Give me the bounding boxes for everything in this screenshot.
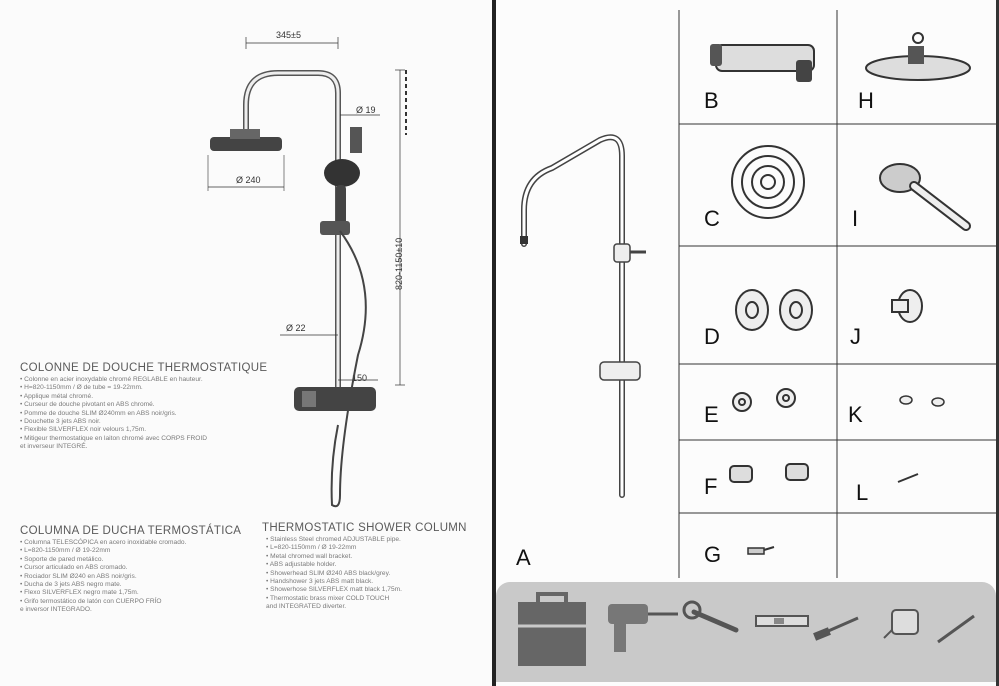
en-item: ABS adjustable holder. [266,561,402,569]
en-item: Stainless Steel chromed ADJUSTABLE pipe. [266,536,402,544]
right-page [496,0,999,686]
es-item: e inversor INTEGRADO. [20,606,92,614]
es-title: COLUMNA DE DUCHA TERMOSTÁTICA [20,525,242,537]
part-label-c: C [704,206,720,231]
fr-list: Colonne en acier inoxydable chromé REGLA… [20,376,207,452]
drill-icon [608,604,678,652]
level-icon [755,615,809,627]
tape-measure-icon [883,609,919,639]
tools-icons [518,592,975,666]
part-label-d: D [704,324,720,349]
dim-width-top: 345±5 [276,30,301,40]
es-item: Rociador SLIM Ø240 en ABS noir/gris. [20,573,186,581]
part-j-bracket-drawing [891,289,923,323]
fr-title: COLONNE DE DOUCHE THERMOSTATIQUE [20,362,268,374]
fr-item: Curseur de douche pivotant en ABS chromé… [20,401,207,409]
dim-height: 820-1150±10 [394,238,404,290]
page-edge [996,0,999,686]
part-label-i: I [852,206,859,231]
part-l-screw-drawing [897,473,919,483]
fr-item: Applique métal chromé. [20,393,207,401]
es-item: Flexo SILVERFLEX negro mate 1,75m. [20,589,186,597]
dim-showerhead: Ø 240 [236,175,261,185]
part-label-h: H [858,88,874,113]
en-item: Showerhead SLIM Ø240 ABS black/grey. [266,570,402,578]
dim-wall-bracket: Ø 19 [356,105,376,115]
dim-pipe: Ø 22 [286,323,306,333]
fr-item: Flexible SILVERFLEX noir velours 1,75m. [20,426,207,434]
en-item: Handshower 3 jets ABS matt black. [266,578,402,586]
wrench-icon [682,600,739,633]
en-list: Stainless Steel chromed ADJUSTABLE pipe.… [266,536,402,612]
part-f-eccentrics-drawing [729,463,809,483]
shower-column-drawing: 345±5 Ø 240 Ø 19 820-1150±10 Ø 22 150 [207,30,407,508]
fr-item: Pomme de douche SLIM Ø240mm en ABS noir/… [20,410,207,418]
part-label-j: J [850,324,861,349]
pencil-icon [937,614,975,644]
fr-item: Douchette 3 jets ABS noir. [20,418,207,426]
part-label-l: L [856,480,869,505]
part-b-mixer-drawing [710,44,815,82]
en-item: Thermostatic brass mixer COLD TOUCH [266,595,402,603]
fr-item: Mitigeur thermostatique en laiton chromé… [20,435,207,443]
fr-item: Colonne en acier inoxydable chromé REGLA… [20,376,207,384]
part-k-washers-drawing [899,395,945,407]
fr-item: H=820-1150mm / Ø de tube = 19-22mm. [20,384,207,392]
es-item: Grifo termostático de latón con CUERPO F… [20,598,186,606]
part-h-showerhead-drawing [865,32,971,81]
page-spine [492,0,496,686]
part-g-plug-drawing [747,546,775,555]
part-a-column-drawing [520,134,646,498]
en-title: THERMOSTATIC SHOWER COLUMN [262,522,467,534]
toolbox-icon [518,592,586,666]
part-label-b: B [704,88,719,113]
en-item: and INTEGRATED diverter. [266,603,347,611]
es-item: Ducha de 3 jets ABS negro mate. [20,581,186,589]
es-item: L=820-1150mm / Ø 19-22mm [20,547,186,555]
part-e-washers-drawing [732,388,796,412]
part-d-rosettes-drawing [735,289,813,331]
en-item: Showerhose SILVERFLEX matt black 1,75m. [266,586,402,594]
en-item: Metal chromed wall bracket. [266,553,402,561]
part-i-handshower-drawing [879,163,971,231]
part-label-e: E [704,402,719,427]
screwdriver-icon [813,616,859,641]
en-item: L=820-1150mm / Ø 19-22mm [266,544,402,552]
part-label-g: G [704,542,722,567]
part-label-f: F [704,474,718,499]
es-list: Columna TELESCÓPICA en acero inoxidable … [20,539,186,615]
fr-item: et inverseur INTEGRÉ. [20,443,88,451]
parts-grid [520,10,999,578]
part-label-k: K [848,402,863,427]
es-item: Columna TELESCÓPICA en acero inoxidable … [20,539,186,547]
es-item: Cursor articulado en ABS cromado. [20,564,186,572]
es-item: Soporte de pared metálico. [20,556,186,564]
part-label-a: A [516,545,531,570]
part-c-hose-drawing [731,145,805,219]
dim-mixer: 150 [352,373,367,383]
